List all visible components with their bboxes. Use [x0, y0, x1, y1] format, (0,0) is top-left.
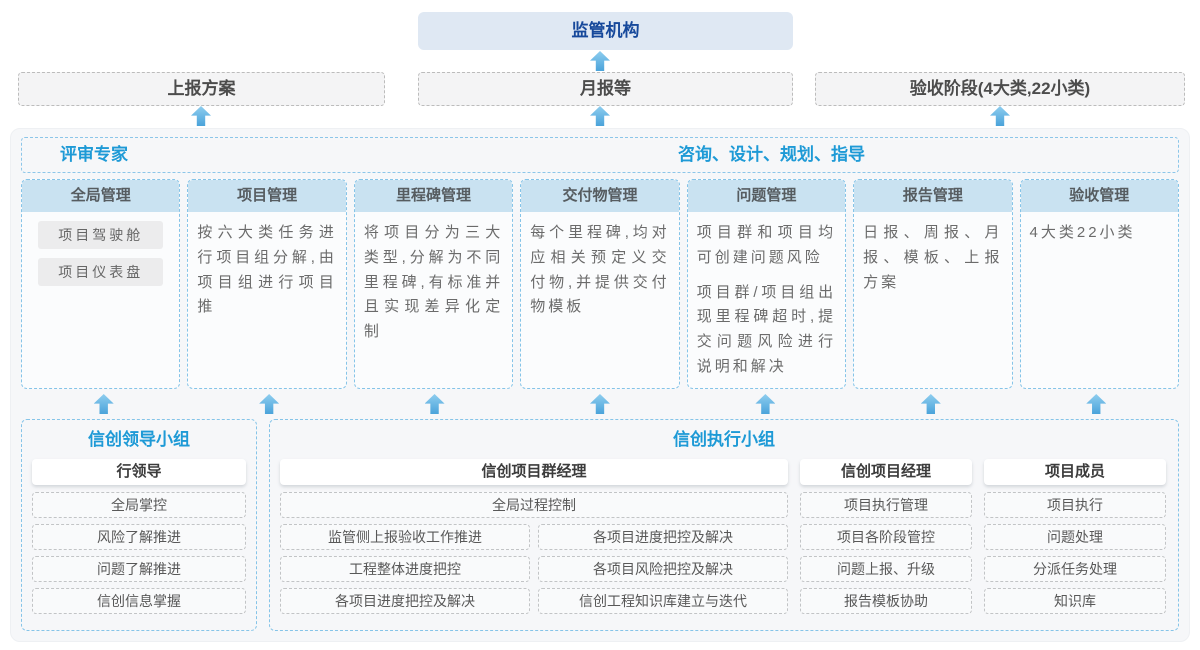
regulator-box: 监管机构: [418, 12, 793, 50]
leadership-group-panel: 信创领导小组 行领导 全局掌控 风险了解推进 问题了解推进 信创信息掌握: [21, 419, 257, 631]
list-item: 报告模板协助: [800, 588, 972, 614]
list-item: 各项目风险把控及解决: [538, 556, 788, 582]
list-item: 信创信息掌握: [32, 588, 246, 614]
arrow-cell: [21, 391, 186, 417]
program-manager-section: 信创项目群经理 全局过程控制 监管侧上报验收工作推进 各项目进度把控及解决 工程…: [280, 459, 788, 614]
role-project-manager: 信创项目经理: [800, 459, 972, 485]
column-body: 日报、周报、月报、模板、上报方案: [854, 212, 1011, 304]
leadership-group-title: 信创领导小组: [88, 430, 190, 449]
column-report-management: 报告管理 日报、周报、月报、模板、上报方案: [853, 179, 1013, 389]
column-body: 项目驾驶舱 项目仪表盘: [22, 221, 179, 295]
column-body: 按六大类任务进行项目组分解,由项目组进行项目推: [188, 212, 345, 329]
list-item: 信创工程知识库建立与迭代: [538, 588, 788, 614]
up-arrow-icon: [755, 394, 776, 414]
list-item: 问题上报、升级: [800, 556, 972, 582]
project-members-section: 项目成员 项目执行 问题处理 分派任务处理 知识库: [984, 459, 1166, 614]
list-item: 各项目进度把控及解决: [538, 524, 788, 550]
column-text: 项目群/项目组出现里程碑超时,提交问题风险进行说明和解决: [696, 283, 837, 375]
list-item: 项目执行管理: [800, 492, 972, 518]
up-arrow-icon: [424, 394, 445, 414]
output-box-monthly-report: 月报等: [418, 72, 793, 106]
list-item: 全局掌控: [32, 492, 246, 518]
program-manager-items: 监管侧上报验收工作推进 各项目进度把控及解决 工程整体进度把控 各项目风险把控及…: [280, 524, 788, 614]
list-item: 全局过程控制: [280, 492, 788, 518]
list-item: 知识库: [984, 588, 1166, 614]
column-milestone-management: 里程碑管理 将项目分为三大类型,分解为不同里程碑,有标准并且实现差异化定制: [353, 179, 514, 389]
execution-group-panel: 信创执行小组 信创项目群经理 全局过程控制 监管侧上报验收工作推进 各项目进度把…: [269, 419, 1179, 631]
up-arrow-icon: [191, 106, 211, 126]
column-header: 全局管理: [22, 180, 180, 212]
arrow-cell: [1014, 391, 1179, 417]
column-header: 交付物管理: [521, 180, 679, 212]
column-text: 将项目分为三大类型,分解为不同里程碑,有标准并且实现差异化定制: [363, 224, 504, 340]
column-deliverable-management: 交付物管理 每个里程碑,均对应相关预定义交付物,并提供交付物模板: [520, 179, 680, 389]
column-header: 验收管理: [1020, 180, 1178, 212]
column-text: 项目群和项目均可创建问题风险: [696, 224, 837, 266]
role-bank-leader: 行领导: [32, 459, 246, 485]
role-project-member: 项目成员: [984, 459, 1166, 485]
output-box-report-plan: 上报方案: [18, 72, 385, 106]
list-item: 各项目进度把控及解决: [280, 588, 530, 614]
output-box-acceptance-phase: 验收阶段(4大类,22小类): [815, 72, 1185, 106]
list-item: 问题了解推进: [32, 556, 246, 582]
list-item: 风险了解推进: [32, 524, 246, 550]
up-arrow-icon: [93, 394, 114, 414]
leadership-items: 全局掌控 风险了解推进 问题了解推进 信创信息掌握: [32, 492, 246, 614]
review-experts-label: 评审专家: [60, 145, 128, 164]
consulting-design-label: 咨询、设计、规划、指导: [678, 145, 865, 164]
column-global-management: 全局管理 项目驾驶舱 项目仪表盘: [21, 179, 181, 389]
arrow-cell: [352, 391, 517, 417]
chip-project-dashboard: 项目仪表盘: [38, 258, 164, 286]
teams-row: 信创领导小组 行领导 全局掌控 风险了解推进 问题了解推进 信创信息掌握 信创执…: [21, 419, 1179, 631]
column-issue-management: 问题管理 项目群和项目均可创建问题风险 项目群/项目组出现里程碑超时,提交问题风…: [686, 179, 847, 389]
column-header: 项目管理: [188, 180, 346, 212]
column-body: 4大类22小类: [1021, 212, 1178, 255]
column-header: 报告管理: [854, 180, 1012, 212]
platform-container: 评审专家 咨询、设计、规划、指导 全局管理 项目驾驶舱 项目仪表盘 项目管理 按…: [10, 128, 1190, 642]
up-arrow-icon: [1086, 394, 1107, 414]
management-columns: 全局管理 项目驾驶舱 项目仪表盘 项目管理 按六大类任务进行项目组分解,由项目组…: [21, 179, 1179, 389]
column-acceptance-management: 验收管理 4大类22小类: [1019, 179, 1179, 389]
execution-group-title: 信创执行小组: [673, 430, 775, 449]
chip-project-cockpit: 项目驾驶舱: [38, 221, 164, 249]
column-header: 问题管理: [687, 180, 846, 212]
arrow-cell: [848, 391, 1013, 417]
column-project-management: 项目管理 按六大类任务进行项目组分解,由项目组进行项目推: [187, 179, 347, 389]
up-arrow-icon: [589, 394, 610, 414]
list-item: 问题处理: [984, 524, 1166, 550]
arrow-row: [21, 391, 1179, 417]
column-body: 将项目分为三大类型,分解为不同里程碑,有标准并且实现差异化定制: [355, 212, 512, 354]
column-text: 4大类22小类: [1029, 224, 1136, 241]
up-arrow-icon: [590, 51, 610, 71]
arrow-cell: [186, 391, 351, 417]
arrow-cell: [517, 391, 682, 417]
column-text: 日报、周报、月报、模板、上报方案: [863, 224, 1003, 291]
project-manager-section: 信创项目经理 项目执行管理 项目各阶段管控 问题上报、升级 报告模板协助: [800, 459, 972, 614]
column-text: 按六大类任务进行项目组分解,由项目组进行项目推: [197, 224, 337, 316]
up-arrow-icon: [259, 394, 280, 414]
up-arrow-icon: [990, 106, 1010, 126]
column-body: 每个里程碑,均对应相关预定义交付物,并提供交付物模板: [521, 212, 678, 329]
list-item: 项目各阶段管控: [800, 524, 972, 550]
up-arrow-icon: [590, 106, 610, 126]
list-item: 监管侧上报验收工作推进: [280, 524, 530, 550]
list-item: 工程整体进度把控: [280, 556, 530, 582]
up-arrow-icon: [920, 394, 941, 414]
arrow-cell: [683, 391, 848, 417]
execution-columns: 信创项目群经理 全局过程控制 监管侧上报验收工作推进 各项目进度把控及解决 工程…: [280, 459, 1168, 614]
column-header: 里程碑管理: [354, 180, 513, 212]
advisors-bar: 评审专家 咨询、设计、规划、指导: [21, 137, 1179, 173]
column-body: 项目群和项目均可创建问题风险 项目群/项目组出现里程碑超时,提交问题风险进行说明…: [688, 212, 845, 388]
column-text: 每个里程碑,均对应相关预定义交付物,并提供交付物模板: [530, 224, 670, 316]
list-item: 项目执行: [984, 492, 1166, 518]
list-item: 分派任务处理: [984, 556, 1166, 582]
role-program-manager: 信创项目群经理: [280, 459, 788, 485]
